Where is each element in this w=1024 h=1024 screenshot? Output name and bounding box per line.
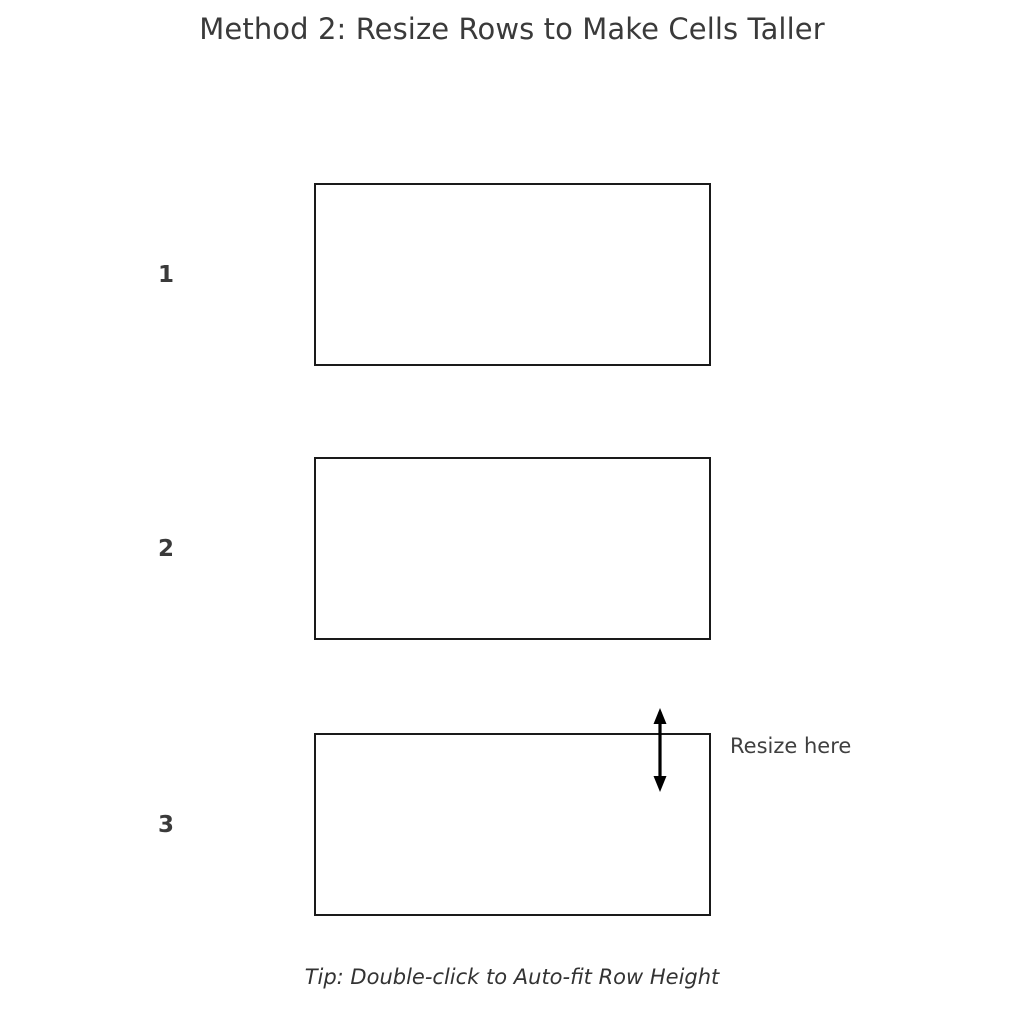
row-cell-3[interactable] — [314, 733, 711, 916]
resize-here-label: Resize here — [730, 734, 852, 758]
spreadsheet-row-3: 3 — [0, 733, 1024, 916]
spreadsheet-row-1: 1 — [0, 183, 1024, 366]
tip-text: Tip: Double-click to Auto-fit Row Height — [304, 965, 720, 989]
double-headed-vertical-arrow-icon — [634, 700, 686, 800]
row-header-3[interactable]: 3 — [157, 811, 174, 838]
row-header-1[interactable]: 1 — [157, 261, 174, 288]
row-header-2[interactable]: 2 — [157, 535, 174, 562]
spreadsheet-row-2: 2 — [0, 457, 1024, 640]
row-cell-2[interactable] — [314, 457, 711, 640]
row-cell-1[interactable] — [314, 183, 711, 366]
page-title: Method 2: Resize Rows to Make Cells Tall… — [199, 12, 825, 46]
